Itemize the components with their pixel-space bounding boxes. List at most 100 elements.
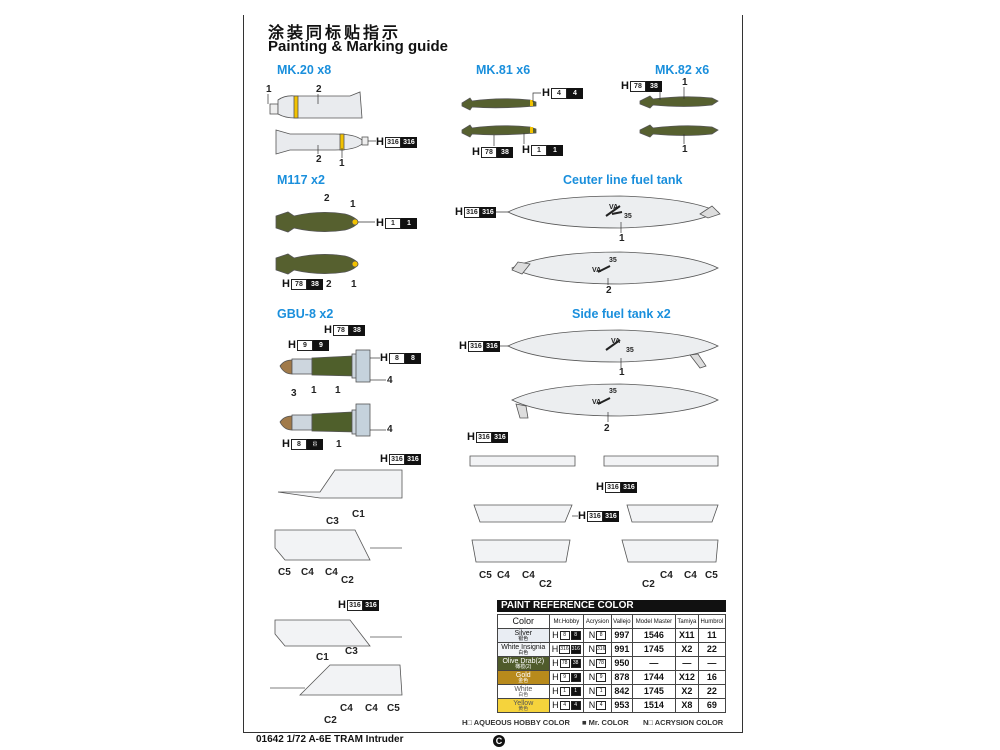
tank-marking-35: 35	[624, 213, 632, 220]
callout-prefix: H	[380, 352, 388, 364]
m117-bomb	[275, 253, 359, 275]
decal-number: 2	[606, 285, 612, 296]
tank-marking-va: VA	[611, 338, 621, 345]
prefix-h: H	[552, 672, 559, 682]
mr-color-code: 8	[404, 352, 421, 364]
color-name-cn: 银色	[518, 635, 529, 642]
vallejo-cell: 953	[610, 698, 634, 713]
aqueous-code: 8	[559, 631, 570, 640]
acrysion-code: 8	[596, 631, 607, 640]
aqueous-code: 4	[559, 701, 570, 710]
humbrol-cell: 22	[697, 642, 727, 657]
pylon	[621, 539, 719, 563]
aqueous-code: 4	[550, 87, 567, 99]
acrysion-code: 78	[596, 659, 607, 668]
callout-prefix: H	[338, 599, 346, 611]
paint-reference-table: Color Mr.Hobby Acrysion Vallejo Model Ma…	[497, 614, 727, 713]
part-label: C4	[497, 570, 510, 581]
mr-color-code: 316	[491, 431, 508, 443]
prefix-h: H	[551, 644, 559, 654]
model-master-cell: 1745	[632, 642, 676, 657]
heading-mk81: MK.81 x6	[476, 63, 531, 77]
prefix-n: N	[588, 630, 596, 640]
aqueous-code: 316	[475, 431, 492, 443]
part-label: C4	[365, 703, 378, 714]
pylon	[471, 539, 571, 563]
part-label: C2	[341, 575, 354, 586]
mk20-bomb-bottom	[275, 129, 369, 155]
tamiya-value: X11	[679, 630, 695, 640]
decal-number: 2	[604, 423, 610, 434]
color-name: Olive Drab(2)	[502, 657, 545, 665]
callout-prefix: H	[459, 340, 467, 352]
callout-prefix: H	[522, 144, 530, 156]
mr-color-code: 316	[479, 206, 496, 218]
prefix-n: N	[588, 658, 596, 668]
decal-number: 2	[324, 193, 330, 204]
prefix-h: H	[552, 700, 559, 710]
vallejo-value: 997	[614, 630, 630, 640]
model-master-value: 1546	[643, 630, 664, 640]
part-label: C1	[352, 509, 365, 520]
model-master-value: 1745	[643, 686, 664, 696]
callout-prefix: H	[376, 136, 384, 148]
col-header: Color	[497, 614, 550, 629]
decal-number: 1	[336, 439, 342, 450]
part-label: C4	[301, 567, 314, 578]
mr-color-code: 1	[570, 687, 581, 696]
legend-mr-color: ■ Mr. COLOR	[582, 718, 629, 727]
callout-prefix: H	[380, 453, 388, 465]
prefix-n: N	[588, 672, 596, 682]
aqueous-code: 78	[559, 659, 570, 668]
aqueous-code: 78	[290, 278, 307, 290]
decal-number: 1	[350, 199, 356, 210]
heading-mk82: MK.82 x6	[655, 63, 710, 77]
mr-color-code: 38	[496, 146, 513, 158]
callout-prefix: H	[455, 206, 463, 218]
decal-number: 1	[335, 385, 341, 396]
heading-mk20: MK.20 x8	[277, 63, 332, 77]
aqueous-code: 9	[296, 339, 313, 351]
mr-color-code: 316	[620, 481, 637, 493]
decal-number: 1	[351, 279, 357, 290]
mr-color-code: 316	[400, 136, 417, 148]
mr-color-code: 9	[570, 673, 581, 682]
pylon	[473, 504, 573, 523]
aqueous-code: 316	[384, 136, 401, 148]
vallejo-value: 878	[614, 672, 630, 682]
tamiya-cell: X11	[674, 628, 699, 643]
color-name-cell: Olive Drab(2)橄榄(2)	[497, 656, 550, 671]
part-label: C1	[316, 652, 329, 663]
col-header: Acrysion	[583, 614, 612, 629]
callout-prefix: H	[324, 324, 332, 336]
humbrol-value: 69	[706, 700, 717, 710]
part-label: C4	[660, 570, 673, 581]
part-label: C5	[278, 567, 291, 578]
paint-table-title: PAINT REFERENCE COLOR	[497, 600, 726, 612]
humbrol-cell: 22	[697, 684, 727, 699]
model-master-cell: 1546	[632, 628, 676, 643]
decal-number: 1	[682, 77, 688, 88]
aqueous-code: 316	[586, 510, 603, 522]
callout-prefix: H	[376, 217, 384, 229]
decal-number: 2	[316, 154, 322, 165]
